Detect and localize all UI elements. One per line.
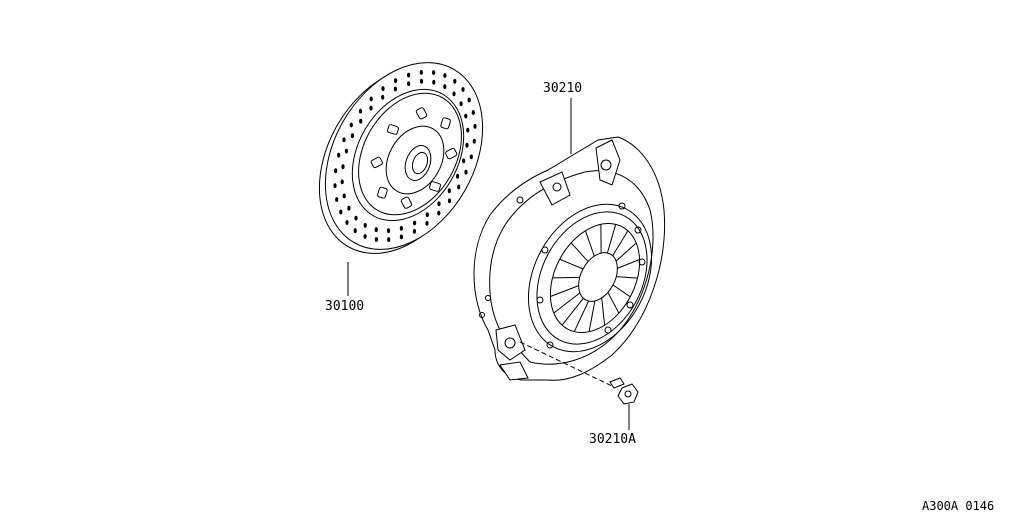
diagram-code: A300A 0146 (922, 499, 994, 513)
part-number-clutch-cover: 30210 (543, 82, 582, 96)
clutch-cover-drawing (474, 137, 676, 380)
part-number-clutch-disc: 30100 (325, 300, 364, 314)
part-number-bolt: 30210A (589, 433, 636, 447)
